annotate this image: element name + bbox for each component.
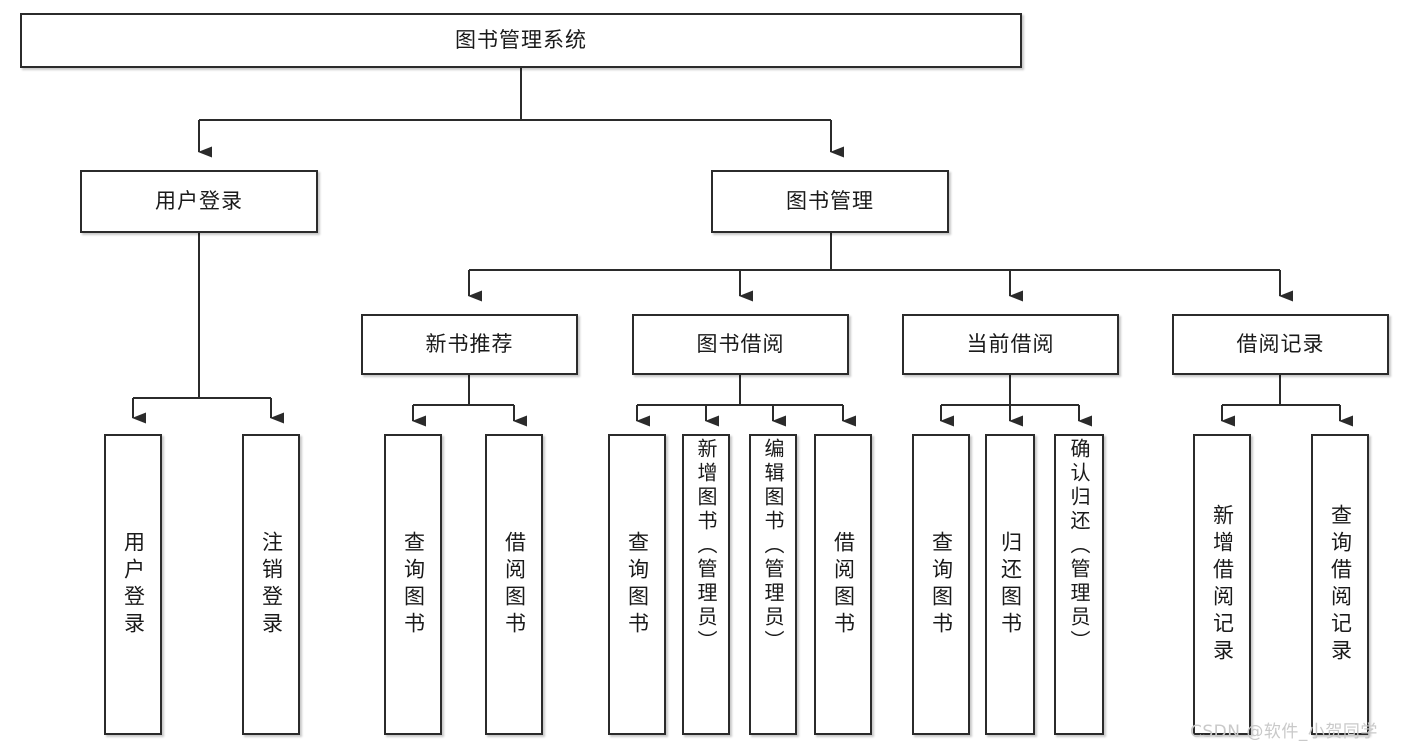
node-borrow-record[interactable]: 借阅记录 <box>1172 314 1389 375</box>
node-leaf-user-logout-label: 注销登录 <box>259 530 284 639</box>
node-leaf-borrow-book-1[interactable]: 借阅图书 <box>485 434 543 735</box>
node-leaf-borrow-book-2[interactable]: 借阅图书 <box>814 434 872 735</box>
node-book-borrow-label: 图书借阅 <box>696 332 785 357</box>
node-leaf-add-record[interactable]: 新增借阅记录 <box>1193 434 1251 735</box>
node-user-login-label: 用户登录 <box>155 189 243 214</box>
node-new-book-rec-label: 新书推荐 <box>425 332 514 357</box>
node-root-label: 图书管理系统 <box>455 28 587 53</box>
node-leaf-borrow-book-2-label: 借阅图书 <box>831 530 856 639</box>
node-book-manage[interactable]: 图书管理 <box>711 170 949 233</box>
node-root[interactable]: 图书管理系统 <box>20 13 1022 68</box>
node-leaf-add-record-label: 新增借阅记录 <box>1210 503 1235 666</box>
node-borrow-record-label: 借阅记录 <box>1236 332 1325 357</box>
node-leaf-confirm-return[interactable]: 确认归还（管理员） <box>1054 434 1104 735</box>
node-leaf-user-login-label: 用户登录 <box>121 530 146 639</box>
node-leaf-return-book-label: 归还图书 <box>998 530 1023 639</box>
node-leaf-query-book-3-label: 查询图书 <box>929 530 954 639</box>
node-leaf-query-book-1-label: 查询图书 <box>401 530 426 639</box>
node-current-borrow[interactable]: 当前借阅 <box>902 314 1119 375</box>
node-leaf-borrow-book-1-label: 借阅图书 <box>502 530 527 639</box>
node-leaf-add-book-label: 新增图书（管理员） <box>694 438 718 654</box>
node-leaf-query-book-2-label: 查询图书 <box>625 530 650 639</box>
node-leaf-return-book[interactable]: 归还图书 <box>985 434 1035 735</box>
watermark: CSDN @软件_小贺同学 <box>1190 722 1378 742</box>
node-leaf-query-record[interactable]: 查询借阅记录 <box>1311 434 1369 735</box>
node-leaf-query-record-label: 查询借阅记录 <box>1328 503 1353 666</box>
node-leaf-edit-book-label: 编辑图书（管理员） <box>761 438 785 654</box>
node-leaf-user-logout[interactable]: 注销登录 <box>242 434 300 735</box>
node-leaf-edit-book[interactable]: 编辑图书（管理员） <box>749 434 797 735</box>
node-leaf-add-book[interactable]: 新增图书（管理员） <box>682 434 730 735</box>
node-leaf-query-book-3[interactable]: 查询图书 <box>912 434 970 735</box>
node-book-borrow[interactable]: 图书借阅 <box>632 314 849 375</box>
node-leaf-confirm-return-label: 确认归还（管理员） <box>1067 438 1091 654</box>
node-new-book-rec[interactable]: 新书推荐 <box>361 314 578 375</box>
node-user-login[interactable]: 用户登录 <box>80 170 318 233</box>
node-leaf-query-book-1[interactable]: 查询图书 <box>384 434 442 735</box>
node-book-manage-label: 图书管理 <box>786 189 874 214</box>
node-current-borrow-label: 当前借阅 <box>966 332 1055 357</box>
node-leaf-user-login[interactable]: 用户登录 <box>104 434 162 735</box>
node-leaf-query-book-2[interactable]: 查询图书 <box>608 434 666 735</box>
